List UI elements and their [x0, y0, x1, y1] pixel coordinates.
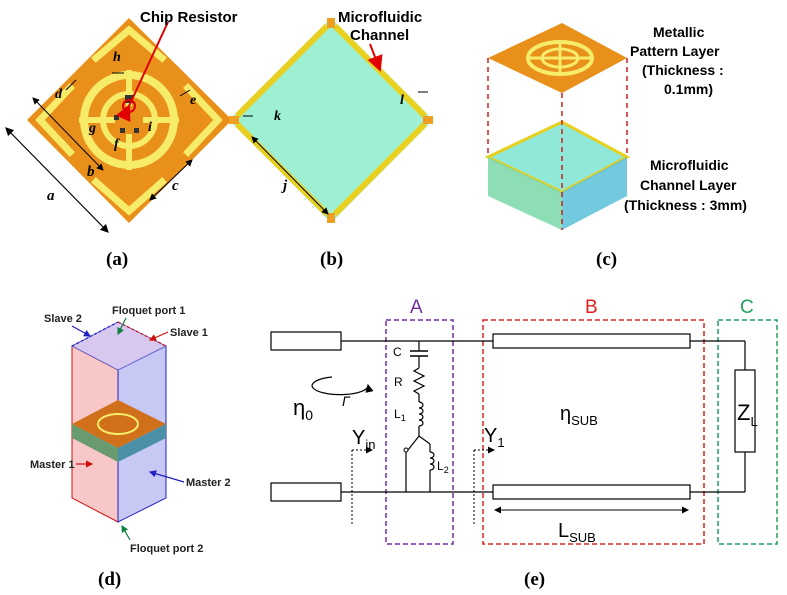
- slave-1-label: Slave 1: [170, 327, 208, 339]
- caption-b: (b): [320, 249, 343, 270]
- r-label: R: [394, 375, 403, 389]
- dim-i: i: [148, 120, 152, 135]
- panel-a: Chip Resistor a b c d e f g h i (a): [5, 9, 238, 270]
- dim-c: c: [172, 178, 179, 194]
- section-a-label: A: [410, 297, 423, 318]
- dim-d: d: [55, 87, 63, 102]
- caption-d: (d): [98, 569, 121, 590]
- caption-a: (a): [106, 249, 128, 270]
- chip-resistor-label: Chip Resistor: [140, 9, 238, 26]
- floquet-port-2-label: Floquet port 2: [130, 543, 203, 555]
- floquet-port-1-label: Floquet port 1: [112, 305, 185, 317]
- eta0-label: η0: [293, 395, 313, 423]
- lsub-label: LSUB: [558, 520, 596, 545]
- dim-k: k: [274, 109, 281, 124]
- caption-e: (e): [524, 569, 545, 590]
- metal-label-4: 0.1mm): [664, 81, 713, 97]
- dim-h: h: [113, 50, 121, 65]
- channel-label-1: Microfluidic: [338, 9, 422, 26]
- dim-l: l: [400, 93, 404, 108]
- zl-label: ZL: [737, 400, 758, 429]
- l1-label: L1: [394, 407, 406, 423]
- panel-c: Metallic Pattern Layer (Thickness : 0.1m…: [484, 23, 747, 270]
- l2-label: L2: [437, 459, 449, 475]
- panel-d: Floquet port 1 Slave 2 Slave 1 Master 1 …: [30, 305, 231, 590]
- channel-diamond: [229, 18, 433, 223]
- unit-cell-diamond: [27, 18, 232, 223]
- channel-layer-label-1: Microfluidic: [650, 157, 729, 173]
- load-impedance: [734, 369, 756, 453]
- dim-a: a: [47, 188, 55, 204]
- dim-f: f: [114, 137, 120, 152]
- master-1-label: Master 1: [30, 459, 75, 471]
- section-c-label: C: [740, 297, 754, 318]
- channel-layer-label-3: (Thickness : 3mm): [624, 197, 747, 213]
- eta-sub-label: ηSUB: [560, 403, 598, 428]
- section-b-label: B: [585, 297, 598, 318]
- dim-g: g: [88, 121, 96, 136]
- section-c-box: [717, 319, 778, 545]
- channel-label-2: Channel: [350, 27, 409, 44]
- alignment-guides: [487, 58, 628, 230]
- c-label: C: [393, 345, 402, 359]
- slave-2-label: Slave 2: [44, 313, 82, 325]
- panel-b: Microfluidic Channel j k l (b): [229, 9, 433, 270]
- metal-label-3: (Thickness :: [642, 62, 724, 78]
- dim-e: e: [190, 93, 196, 108]
- dim-j: j: [281, 178, 288, 194]
- channel-joints: [229, 18, 433, 223]
- section-b-box: [482, 319, 705, 545]
- dim-b: b: [87, 164, 95, 180]
- yin-label: Yin: [352, 427, 375, 452]
- channel-layer-label-2: Channel Layer: [640, 177, 737, 193]
- y1-label: Y1: [484, 425, 505, 450]
- caption-c: (c): [596, 249, 617, 270]
- metal-label-2: Pattern Layer: [630, 43, 720, 59]
- panel-e: A B C ZL C R L1 L2: [270, 297, 778, 590]
- metal-label-1: Metallic: [653, 24, 705, 40]
- section-a-box: [385, 319, 454, 545]
- master-2-label: Master 2: [186, 477, 231, 489]
- gamma-label: Γ: [342, 393, 351, 409]
